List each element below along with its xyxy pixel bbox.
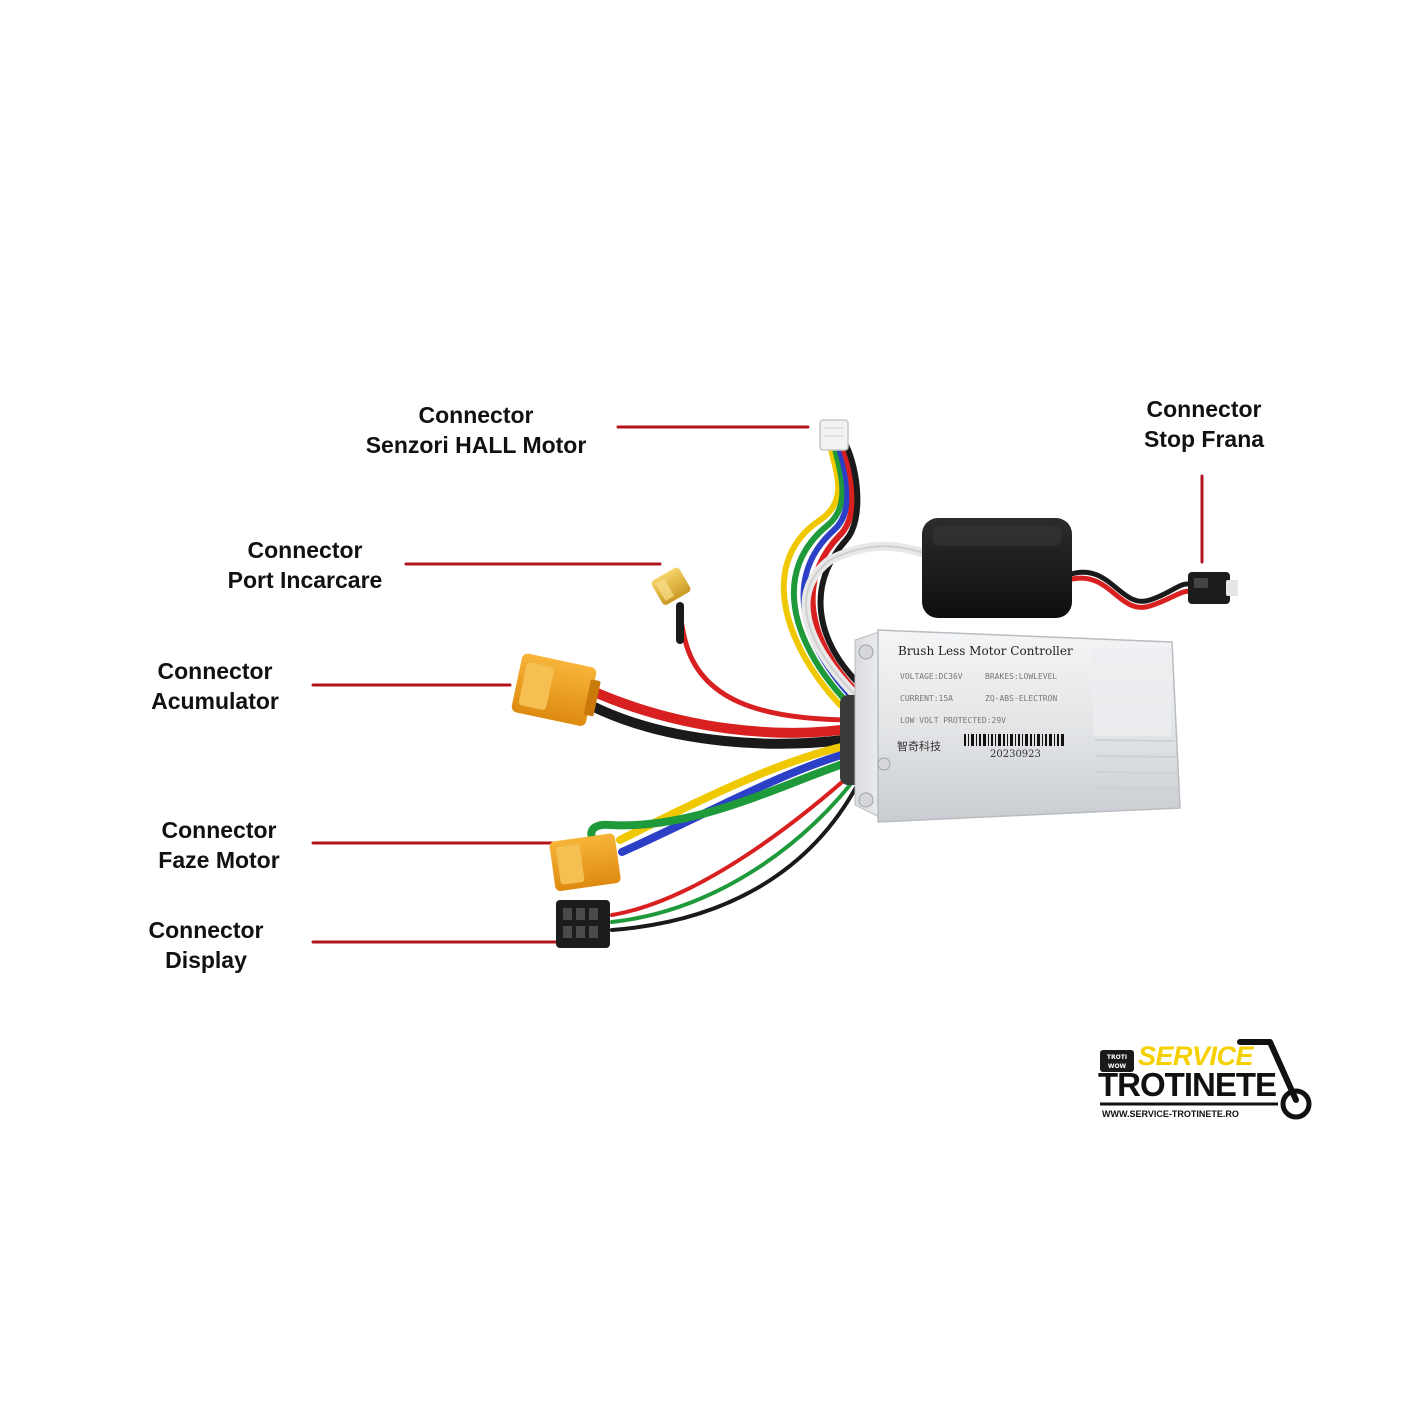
callout-brake: Connector Stop Frana [1120, 394, 1288, 454]
scooter-icon [1237, 1039, 1299, 1103]
callout-hall-sensor: Connector Senzori HALL Motor [352, 400, 600, 460]
callout-battery-line1: Connector [157, 658, 273, 684]
logo-trotinete-text: TROTINETE [1098, 1066, 1277, 1103]
callout-battery: Connector Acumulator [132, 656, 298, 716]
brand-logo: TROTI WOW [1100, 1039, 1312, 1120]
controller-serial: 20230923 [990, 749, 1041, 760]
callout-brake-line2: Stop Frana [1143, 426, 1265, 452]
battery-connector [511, 653, 601, 726]
brake-module [922, 518, 1072, 618]
callout-display-line2: Display [165, 947, 247, 973]
hall-connector [819, 419, 849, 451]
callout-phase-line1: Connector [161, 817, 277, 843]
callout-charge-line2: Port Incarcare [227, 567, 383, 593]
callout-charge-line1: Connector [247, 537, 363, 563]
logo-badge [1100, 1050, 1134, 1072]
controller-current: CURRENT:15A [900, 694, 953, 703]
controller-housing: Brush Less Motor Controller VOLTAGE:DC36… [840, 629, 1181, 823]
phase-connector [549, 833, 621, 891]
callout-charge-port: Connector Port Incarcare [210, 535, 400, 595]
scooter-wheel-icon [1280, 1088, 1312, 1120]
display-connector [556, 900, 610, 948]
controller-low-volt: LOW VOLT PROTECTED:29V [900, 716, 1006, 725]
controller-brakes: BRAKES:LOWLEVEL [985, 672, 1057, 681]
barcode [964, 734, 1064, 746]
callout-hall-line1: Connector [418, 402, 534, 428]
controller-brand: 智奇科技 [897, 739, 941, 753]
brake-connector [1188, 572, 1238, 604]
callout-battery-line2: Acumulator [151, 688, 279, 714]
callout-hall-line2: Senzori HALL Motor [365, 432, 587, 458]
wire-harness [585, 442, 1199, 932]
leader-lines [311, 425, 1204, 944]
charge-connector [651, 567, 691, 605]
callout-phase: Connector Faze Motor [136, 815, 302, 875]
callout-display-line1: Connector [148, 917, 264, 943]
callout-phase-line2: Faze Motor [158, 847, 280, 873]
controller-title: Brush Less Motor Controller [898, 644, 1073, 658]
controller-voltage: VOLTAGE:DC36V [900, 672, 963, 681]
logo-service-text: SERVICE [1138, 1041, 1254, 1071]
callout-display: Connector Display [126, 915, 286, 975]
callout-brake-line1: Connector [1146, 396, 1262, 422]
controller-model: ZQ-ABS-ELECTRON [985, 694, 1057, 703]
logo-url-text: WWW.SERVICE-TROTINETE.RO [1102, 1109, 1239, 1119]
logo-badge-bottom: WOW [1108, 1063, 1127, 1070]
logo-badge-top: TROTI [1107, 1054, 1127, 1061]
